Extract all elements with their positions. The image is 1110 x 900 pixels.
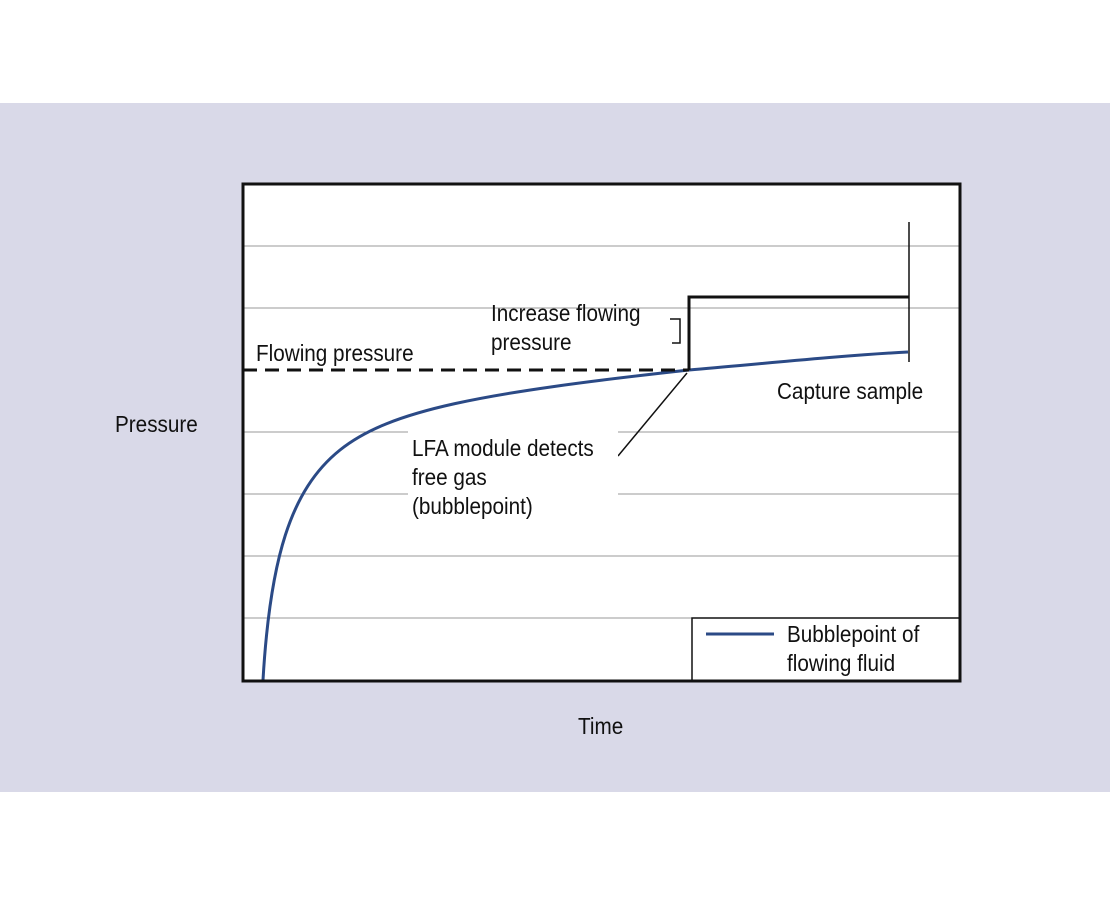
plot-frame bbox=[241, 182, 962, 683]
lfa-label-bg bbox=[556, 489, 560, 493]
lfa-label-line3: (bubblepoint) bbox=[412, 493, 533, 519]
flowing-pressure-step-line bbox=[687, 295, 909, 370]
x-axis-label: Time bbox=[578, 713, 623, 739]
lfa-label-line1: LFA module detects bbox=[412, 435, 594, 461]
increase-pressure-label-line1: Increase flowing bbox=[491, 300, 641, 326]
lfa-label-line2: free gas bbox=[412, 464, 487, 490]
legend-label-line2: flowing fluid bbox=[787, 650, 895, 676]
legend-label-line1: Bubblepoint of bbox=[787, 621, 920, 647]
lfa-leader-line bbox=[617, 372, 688, 457]
y-axis-label: Pressure bbox=[115, 411, 198, 437]
increase-pressure-label-line2: pressure bbox=[491, 329, 572, 355]
increase-pressure-leader bbox=[670, 318, 681, 344]
lfa-label-bg bbox=[408, 424, 618, 512]
legend-box bbox=[691, 617, 961, 682]
capture-sample-label: Capture sample bbox=[777, 378, 923, 404]
flowing-pressure-label: Flowing pressure bbox=[256, 340, 414, 366]
bubblepoint-curve bbox=[261, 350, 909, 681]
